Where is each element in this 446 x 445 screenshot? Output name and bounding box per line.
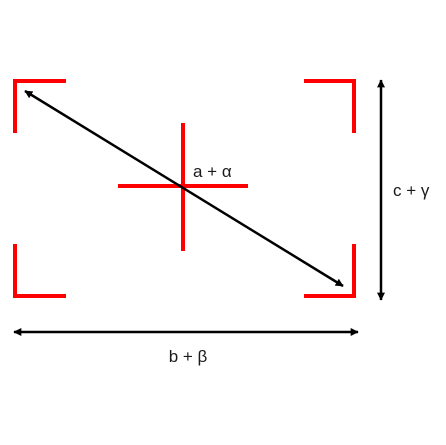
corner-bottom-right	[304, 244, 356, 298]
frame-corners	[13, 79, 356, 298]
width-label: b + β	[169, 347, 208, 366]
corner-top-right	[304, 79, 356, 133]
height-label: c + γ	[393, 181, 430, 200]
corner-bottom-left	[13, 244, 66, 298]
diagonal-label: a + α	[193, 162, 232, 181]
corner-top-left	[13, 79, 66, 133]
diagonal-arrow	[24, 89, 344, 288]
